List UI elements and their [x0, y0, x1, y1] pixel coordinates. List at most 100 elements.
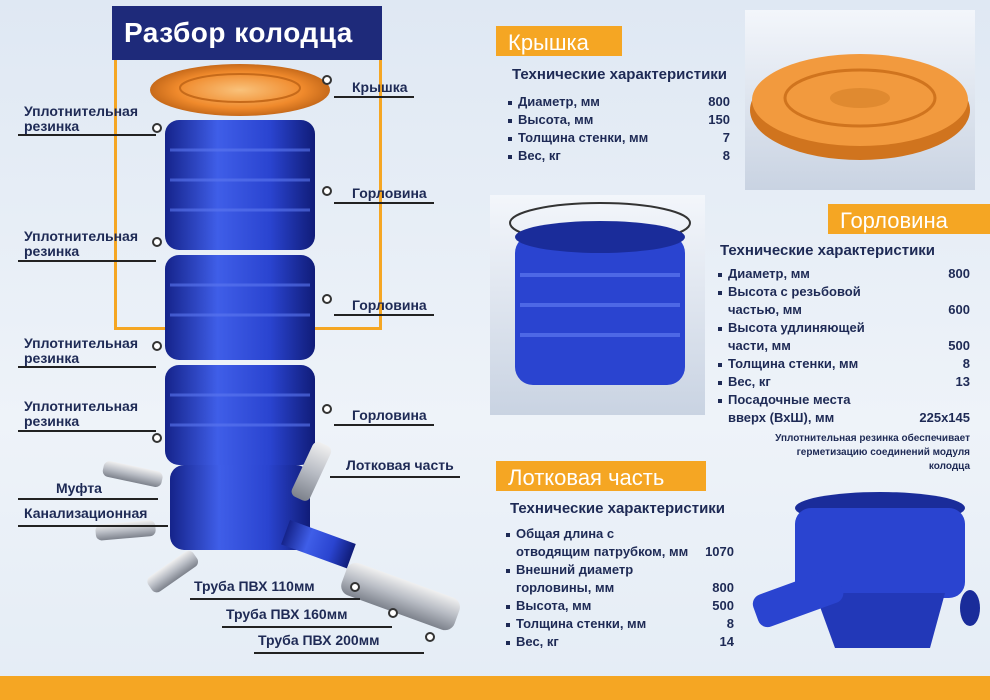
spec-value: 14: [719, 634, 734, 649]
label-sewer: Канализационная: [24, 505, 148, 521]
spec-label: Посадочные места: [728, 392, 851, 407]
tray-subheading: Технические характеристики: [510, 500, 726, 517]
spec-value: 600: [948, 302, 970, 317]
callout-marker: [322, 294, 332, 304]
spec-value: 800: [712, 580, 734, 595]
pipe-160: [147, 550, 199, 593]
spec-label: Толщина стенки, мм: [518, 130, 649, 145]
label-seal-3: Уплотнительная резинка: [24, 336, 138, 366]
spec-row: Общая длина с: [506, 526, 734, 544]
pipe-110: [102, 461, 163, 488]
spec-label: Внешний диаметр: [516, 562, 634, 577]
pipe-200: [341, 562, 460, 631]
spec-value: 800: [708, 94, 730, 109]
tray-outlet: [281, 519, 356, 569]
spec-label: Общая длина с: [516, 526, 615, 541]
label-pipe-160: Труба ПВХ 160мм: [226, 606, 348, 622]
label-seal-1: Уплотнительная резинка: [24, 104, 138, 134]
lid-product-image: [750, 54, 970, 160]
note-line: Уплотнительная резинка обеспечивает: [775, 433, 970, 444]
spec-label: Высота с резьбовой: [728, 284, 861, 299]
spec-value: 8: [726, 616, 734, 631]
spec-value: 500: [712, 598, 734, 613]
spec-value: 500: [948, 338, 970, 353]
label-pipe-200: Труба ПВХ 200мм: [258, 632, 380, 648]
label-neck-3: Горловина: [352, 407, 427, 423]
neck-segment-1: [165, 120, 315, 250]
label-neck-1: Горловина: [352, 185, 427, 201]
label-tray: Лотковая часть: [346, 457, 454, 473]
pipe-top: [291, 441, 332, 501]
spec-label: отводящим патрубком, мм: [516, 544, 689, 559]
spec-value: 8: [722, 148, 730, 163]
neck-specs: Диаметр, мм 800 Высота с резьбовой частью…: [718, 266, 970, 428]
label-seal-4: Уплотнительная резинка: [24, 399, 138, 429]
label-seal-3-line1: Уплотнительная: [24, 335, 139, 351]
spec-value: 800: [948, 266, 970, 281]
title-banner: Разбор колодца: [112, 6, 382, 60]
label-seal-2-line1: Уплотнительная: [24, 228, 139, 244]
tray-photo: [740, 488, 980, 668]
spec-row: части, мм 500: [718, 338, 970, 356]
callout-marker: [388, 608, 398, 618]
leader-line: [334, 424, 434, 426]
callout-marker: [425, 632, 435, 642]
well-diagram: [95, 64, 460, 631]
neck-segment-3: [165, 365, 315, 465]
leader-line: [254, 652, 424, 654]
spec-label: Толщина стенки, мм: [728, 356, 859, 371]
label-seal-4-line2: резинка: [24, 413, 80, 429]
leader-line: [18, 134, 156, 136]
label-seal-2: Уплотнительная резинка: [24, 229, 138, 259]
callout-marker: [152, 341, 162, 351]
tray-product-image: [752, 492, 980, 648]
spec-row: Высота с резьбовой: [718, 284, 970, 302]
leader-line: [190, 598, 360, 600]
spec-value: 8: [962, 356, 970, 371]
spec-value: 225х145: [919, 410, 970, 425]
spec-row: Толщина стенки, мм 8: [718, 356, 970, 374]
label-seal-1-line1: Уплотнительная: [24, 103, 139, 119]
lid-photo: [745, 10, 975, 190]
bottom-bar: [0, 676, 990, 700]
spec-label: Диаметр, мм: [518, 94, 600, 109]
callout-marker: [152, 433, 162, 443]
spec-row: Диаметр, мм 800: [718, 266, 970, 284]
leader-line: [334, 202, 434, 204]
spec-row: Высота, мм 500: [506, 598, 734, 616]
spec-label: части, мм: [728, 338, 791, 353]
leader-line: [18, 525, 168, 527]
spec-label: частью, мм: [728, 302, 802, 317]
spec-value: 13: [955, 374, 970, 389]
note-line: колодца: [928, 461, 970, 472]
neck-subheading: Технические характеристики: [720, 242, 936, 259]
callout-marker: [322, 75, 332, 85]
neck-photo: [490, 195, 705, 415]
leader-line: [222, 626, 392, 628]
callout-marker: [152, 237, 162, 247]
lid-heading: Крышка: [496, 26, 622, 56]
neck-product-image: [509, 202, 691, 385]
spec-value: 150: [708, 112, 730, 127]
label-neck-2: Горловина: [352, 297, 427, 313]
note-line: герметизацию соединений модуля: [796, 447, 970, 458]
spec-row: Толщина стенки, мм 7: [508, 130, 730, 148]
spec-value: 7: [722, 130, 730, 145]
leader-line: [18, 498, 158, 500]
leader-line: [330, 476, 460, 478]
spec-label: Диаметр, мм: [728, 266, 810, 281]
spec-label: Высота, мм: [516, 598, 592, 613]
spec-row: Высота удлиняющей: [718, 320, 970, 338]
page-title: Разбор колодца: [124, 17, 353, 48]
leader-line: [18, 260, 156, 262]
tray-segment: [170, 465, 310, 550]
callout-marker: [152, 123, 162, 133]
tray-heading: Лотковая часть: [496, 461, 706, 491]
